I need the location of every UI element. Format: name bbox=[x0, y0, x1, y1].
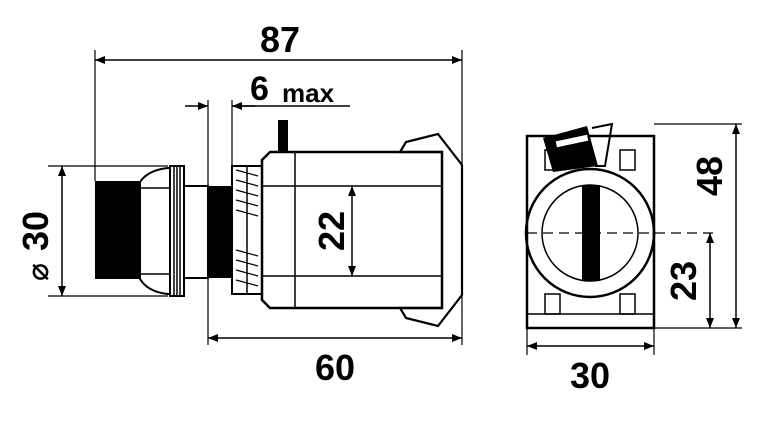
key-lever bbox=[278, 120, 288, 152]
side-view: 87 6 max ⌀ 30 22 60 bbox=[15, 19, 464, 388]
dim-max-label: max bbox=[282, 78, 335, 108]
dim-48-label: 48 bbox=[689, 156, 730, 196]
dim-23-label: 23 bbox=[663, 261, 704, 301]
panel-black-block bbox=[208, 186, 232, 278]
front-view: 48 23 30 bbox=[524, 122, 742, 396]
right-clip bbox=[398, 132, 464, 328]
knob-outer-circle bbox=[524, 167, 656, 299]
top-lever bbox=[543, 122, 614, 172]
mounting-nut bbox=[231, 165, 263, 295]
contact-body bbox=[260, 120, 464, 328]
dim-30-width-label: 30 bbox=[570, 355, 610, 396]
dim-22-label: 22 bbox=[311, 211, 352, 251]
button-bezel bbox=[139, 167, 171, 295]
dim-60-label: 60 bbox=[315, 347, 355, 388]
dim-diameter-label: 30 bbox=[15, 211, 56, 251]
dim-6-label: 6 bbox=[250, 70, 269, 108]
panel-spacer bbox=[183, 185, 209, 279]
knurled-ring bbox=[169, 165, 185, 297]
button-cap bbox=[95, 181, 140, 279]
dim-87-label: 87 bbox=[260, 19, 300, 60]
dim-diameter-symbol: ⌀ bbox=[22, 263, 55, 281]
